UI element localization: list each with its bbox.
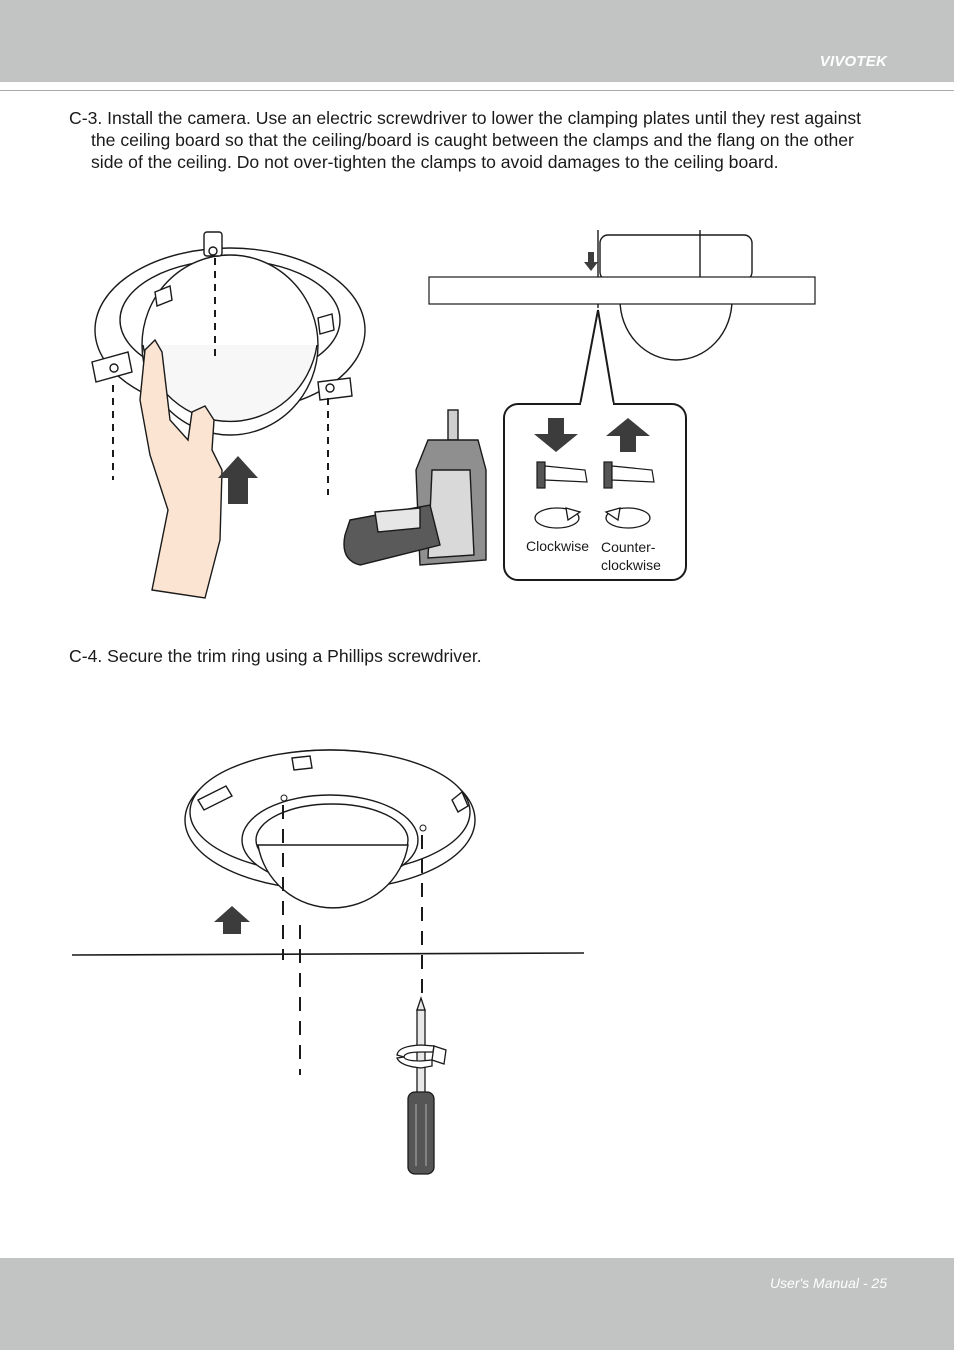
side-view-camera xyxy=(597,230,753,361)
install-camera-illustration: Clockwise Counter- clockwise xyxy=(91,230,816,599)
push-up-arrow-icon xyxy=(214,906,250,934)
screw-hole-right xyxy=(419,824,427,832)
dome-camera-left xyxy=(91,231,366,436)
header-band xyxy=(0,0,954,82)
footer-band xyxy=(0,1258,954,1350)
guide-lines-bottom xyxy=(282,805,423,1075)
phillips-screwdriver-icon xyxy=(407,995,435,1175)
counter-clockwise-label-line1: Counter- xyxy=(601,539,656,555)
screw-hole-left xyxy=(280,794,288,802)
clockwise-rotation-icon xyxy=(534,507,582,529)
ceiling-board xyxy=(428,276,816,305)
header-divider xyxy=(0,90,954,91)
rotate-screwdriver-icon xyxy=(396,1044,447,1069)
clockwise-label: Clockwise xyxy=(526,538,589,554)
secure-trim-ring-illustration xyxy=(71,749,585,1175)
brand-logo: VIVOTEK xyxy=(819,53,887,70)
counter-clockwise-label-line2: clockwise xyxy=(601,557,661,573)
clamp-raised-icon xyxy=(603,461,655,489)
callout-pointer xyxy=(578,309,616,406)
electric-screwdriver-icon xyxy=(343,409,487,566)
page-number: User's Manual - 25 xyxy=(769,1275,887,1291)
guide-lines-left xyxy=(112,258,329,495)
up-arrow-icon xyxy=(606,418,650,452)
step-c3-text: C-3. Install the camera. Use an electric… xyxy=(69,108,862,172)
push-up-arrow-icon xyxy=(218,456,258,504)
clamp-down-arrow-icon xyxy=(584,252,598,271)
down-arrow-icon xyxy=(534,418,578,452)
hand-illustration xyxy=(139,338,223,599)
dome-camera-bottom xyxy=(255,803,409,909)
ceiling-line xyxy=(71,952,585,956)
clamp-lowered-icon xyxy=(536,461,588,489)
counter-clockwise-rotation-icon xyxy=(604,507,651,529)
step-c4-text: C-4. Secure the trim ring using a Philli… xyxy=(69,646,482,666)
